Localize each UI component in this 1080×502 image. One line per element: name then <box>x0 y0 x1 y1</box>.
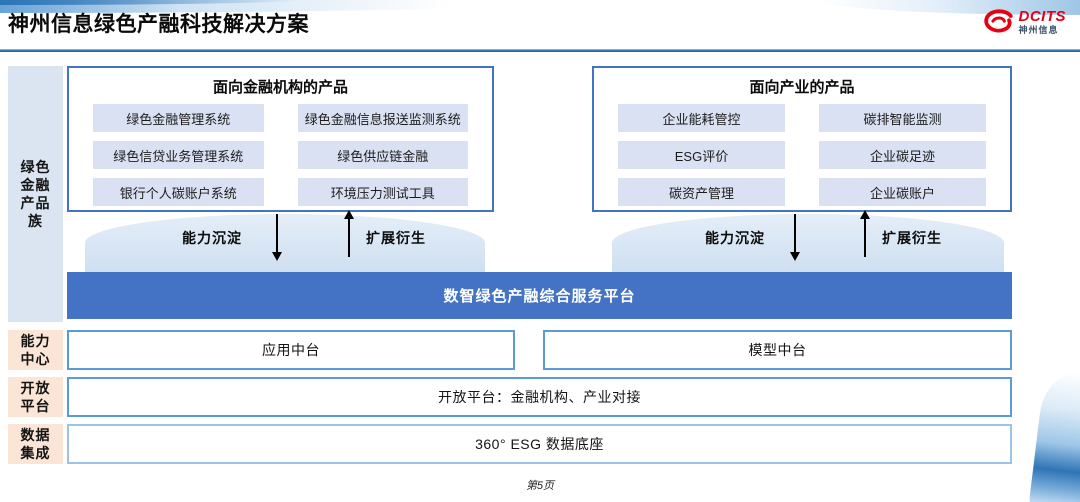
product-chip: 绿色供应链金融 <box>297 141 468 169</box>
logo-text: DCITS 神州信息 <box>1019 9 1067 35</box>
sidebar-label-green-finance-products: 绿色 金融 产品 族 <box>8 66 63 322</box>
product-chip: 绿色金融信息报送监测系统 <box>297 104 468 132</box>
product-chip: 绿色信贷业务管理系统 <box>93 141 264 169</box>
dome-decoration <box>612 214 1004 272</box>
down-arrow-icon <box>272 214 282 261</box>
dome-decoration <box>85 214 485 272</box>
product-chip: 企业能耗管控 <box>618 104 785 132</box>
arrow-label-capability-settling: 能力沉淀 <box>182 230 242 246</box>
corner-ribbon-decoration <box>1027 369 1080 502</box>
group-box-industry-products: 面向产业的产品 企业能耗管控 碳排智能监测 ESG评价 企业碳足迹 碳资产管理 … <box>592 66 1012 212</box>
product-chip: 企业碳账户 <box>819 178 986 206</box>
group-title: 面向金融机构的产品 <box>212 79 348 96</box>
chip-grid: 绿色金融管理系统 绿色金融信息报送监测系统 绿色信贷业务管理系统 绿色供应链金融… <box>93 104 468 206</box>
up-arrow-icon <box>860 210 870 257</box>
down-arrow-icon <box>790 214 800 261</box>
product-chip: 碳排智能监测 <box>819 104 986 132</box>
product-chip: 企业碳足迹 <box>819 141 986 169</box>
sidebar-label-capability-center: 能力 中心 <box>8 330 63 370</box>
product-chip: 绿色金融管理系统 <box>93 104 264 132</box>
sidebar-label-data-integration: 数据 集成 <box>8 424 63 464</box>
logo-brand: DCITS <box>1018 8 1066 25</box>
arrow-label-capability-settling: 能力沉淀 <box>705 230 765 246</box>
group-title: 面向产业的产品 <box>749 79 855 96</box>
page-number: 第5页 <box>525 480 555 492</box>
header-swoosh-decoration <box>0 0 300 5</box>
product-chip: ESG评价 <box>618 141 785 169</box>
product-chip: 银行个人碳账户系统 <box>93 178 264 206</box>
product-chip: 环境压力测试工具 <box>297 178 468 206</box>
esg-data-base-box: 360° ESG 数据底座 <box>67 424 1012 464</box>
open-platform-box: 开放平台：金融机构、产业对接 <box>67 377 1012 417</box>
dcits-logo: DCITS 神州信息 <box>981 8 1067 36</box>
sidebar-label-open-platform: 开放 平台 <box>8 377 63 417</box>
capability-box-application-middle-platform: 应用中台 <box>67 330 515 370</box>
capability-box-model-middle-platform: 模型中台 <box>543 330 1012 370</box>
logo-brand-cn: 神州信息 <box>1018 25 1059 35</box>
product-chip: 碳资产管理 <box>618 178 785 206</box>
group-box-financial-products: 面向金融机构的产品 绿色金融管理系统 绿色金融信息报送监测系统 绿色信贷业务管理… <box>67 66 494 212</box>
header-rule <box>0 49 1080 52</box>
arrow-label-expansion-derivation: 扩展衍生 <box>882 230 942 246</box>
arrow-label-expansion-derivation: 扩展衍生 <box>366 230 426 246</box>
up-arrow-icon <box>344 210 354 257</box>
platform-bar: 数智绿色产融综合服务平台 <box>67 272 1012 319</box>
page-title: 神州信息绿色产融科技解决方案 <box>8 13 309 36</box>
chip-grid: 企业能耗管控 碳排智能监测 ESG评价 企业碳足迹 碳资产管理 企业碳账户 <box>618 104 986 206</box>
dcits-swirl-icon <box>981 8 1015 36</box>
